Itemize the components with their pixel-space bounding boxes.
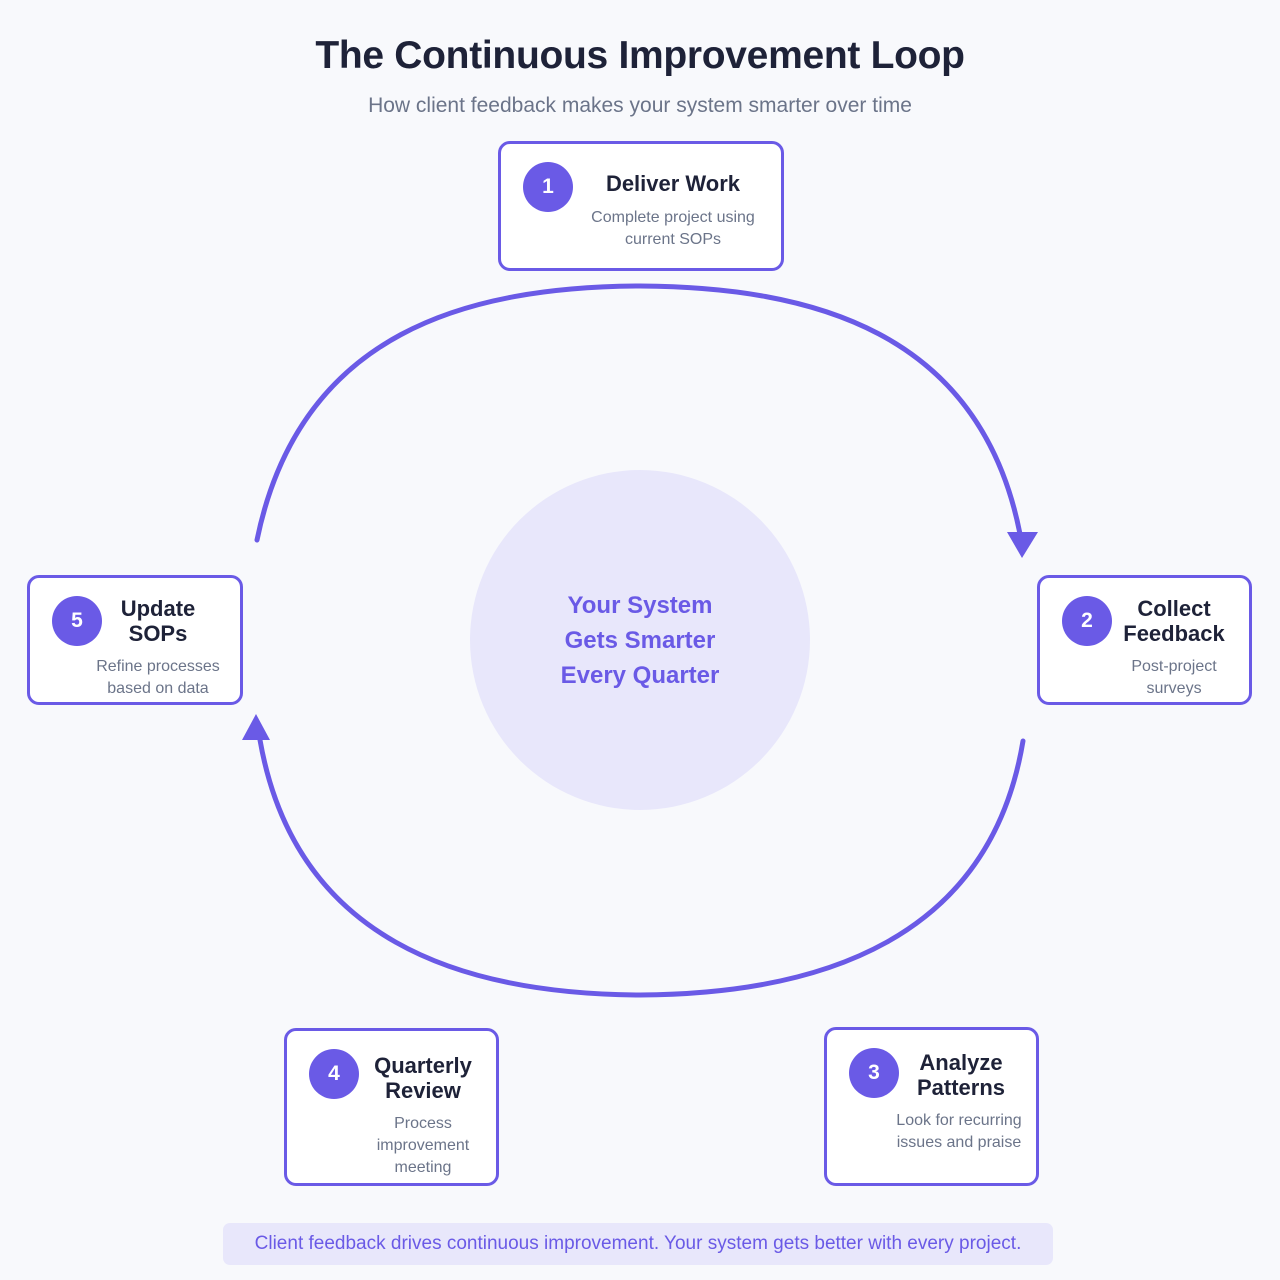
step-number-badge: 2	[1062, 596, 1112, 646]
step-title: Update SOPs	[120, 596, 196, 646]
center-circle: Your System Gets Smarter Every Quarter	[470, 470, 810, 810]
top-arc-arrowhead	[1007, 532, 1038, 558]
top-arc-arrow	[254, 283, 1023, 543]
step-card-analyze-patterns: 3 Analyze Patterns Look for recurring is…	[824, 1027, 1039, 1186]
step-description: Look for recurring issues and praise	[896, 1112, 1022, 1151]
step-number-badge: 3	[849, 1048, 899, 1098]
step-number-badge: 1	[523, 162, 573, 212]
step-title: Deliver Work	[605, 171, 741, 196]
step-card-deliver-work: 1 Deliver Work Complete project using cu…	[498, 141, 784, 271]
center-line-3: Every Quarter	[560, 661, 720, 689]
center-text: Your System Gets Smarter Every Quarter	[520, 588, 760, 693]
diagram-title: The Continuous Improvement Loop	[315, 34, 965, 77]
bottom-arc-arrowhead	[242, 714, 270, 740]
step-title: Collect Feedback	[1123, 596, 1225, 646]
step-description: Process improvement meeting	[376, 1115, 470, 1176]
diagram-subtitle: How client feedback makes your system sm…	[368, 94, 912, 117]
step-number-badge: 5	[52, 596, 102, 646]
step-title: Quarterly Review	[374, 1053, 472, 1103]
step-number-badge: 4	[309, 1049, 359, 1099]
step-title: Analyze Patterns	[916, 1050, 1006, 1100]
step-card-quarterly-review: 4 Quarterly Review Process improvement m…	[284, 1028, 499, 1186]
step-description: Refine processes based on data	[96, 658, 220, 697]
step-description: Post-project surveys	[1131, 658, 1217, 697]
step-card-collect-feedback: 2 Collect Feedback Post-project surveys	[1037, 575, 1252, 705]
center-line-2: Gets Smarter	[564, 626, 716, 654]
step-description: Complete project using current SOPs	[591, 209, 755, 248]
footer-banner: Client feedback drives continuous improv…	[223, 1223, 1053, 1265]
bottom-arc-arrow	[257, 737, 1026, 998]
step-card-update-sops: 5 Update SOPs Refine processes based on …	[27, 575, 243, 705]
center-line-1: Your System	[567, 591, 713, 619]
